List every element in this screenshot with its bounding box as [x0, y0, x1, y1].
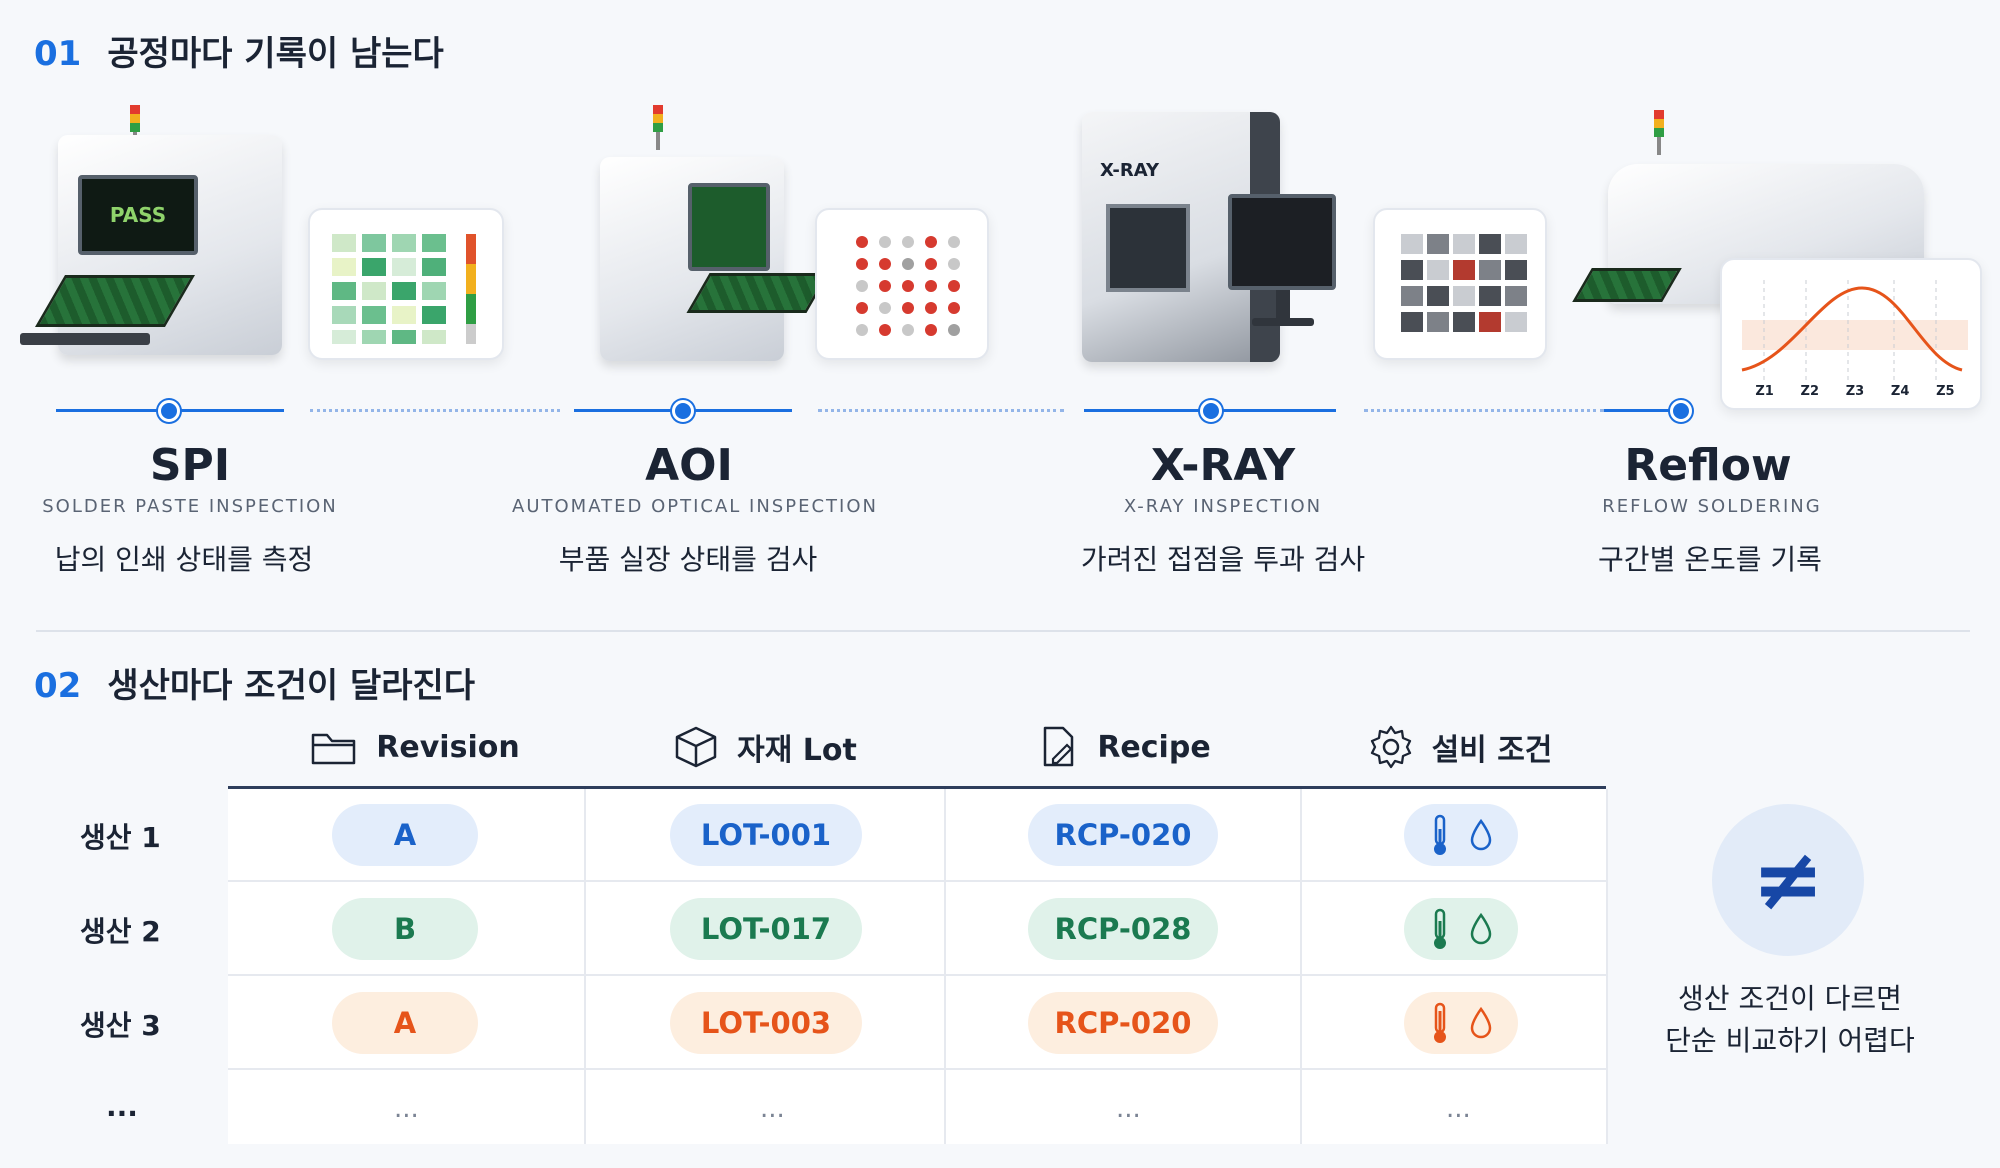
section-2-title: 02 생산마다 조건이 달라진다 [34, 658, 475, 707]
section-1-title: 01 공정마다 기록이 남는다 [34, 26, 444, 75]
xray-grid-icon [1401, 234, 1527, 332]
column-header-recipe: Recipe [1035, 722, 1215, 772]
ellipsis-cell: ... [394, 1094, 419, 1124]
table-header-rule [228, 786, 1606, 789]
process-name-reflow: Reflow [1624, 440, 1792, 491]
spi-heatmap-icon [332, 234, 476, 344]
lot-badge: LOT-001 [670, 804, 862, 866]
process-subtitle-reflow: REFLOW SOLDERING [1602, 496, 1822, 517]
recipe-badge: RCP-020 [1028, 992, 1218, 1054]
conclusion-line: 단순 비교하기 어렵다 [1665, 1024, 1915, 1057]
droplet-icon [1470, 912, 1492, 945]
row-label-production-1: 생산 1 [80, 821, 161, 854]
not-equal-icon: ≠ [1712, 804, 1864, 956]
process-desc-reflow: 구간별 온도를 기록 [1598, 543, 1822, 576]
revision-badge: B [332, 898, 478, 960]
timeline-connector [1364, 409, 1604, 412]
xray-machine-label: X-RAY [1100, 160, 1159, 181]
column-header-revision: Revision [310, 722, 520, 772]
droplet-icon [1470, 1006, 1492, 1039]
column-header-lot: 자재 Lot [670, 722, 860, 772]
pcb-board-icon [686, 273, 830, 313]
aoi-dot-grid-icon [856, 236, 960, 336]
thermometer-icon [1434, 814, 1446, 855]
section-1-heading: 공정마다 기록이 남는다 [107, 34, 444, 74]
conclusion-line: 생산 조건이 다르면 [1678, 982, 1902, 1015]
zone-label: Z1 [1755, 384, 1774, 399]
xray-monitor [1228, 194, 1336, 290]
process-subtitle-spi: SOLDER PASTE INSPECTION [42, 496, 338, 517]
thermometer-icon [1434, 908, 1446, 949]
process-name-aoi: AOI [645, 440, 733, 491]
column-header-label: 자재 Lot [737, 733, 857, 768]
gear-icon [1370, 725, 1411, 769]
process-desc-xray: 가려진 접점을 투과 검사 [1080, 543, 1366, 576]
droplet-icon [1470, 818, 1492, 851]
revision-badge: A [332, 992, 478, 1054]
signal-tower-icon [653, 105, 663, 150]
timeline-node-spi [158, 400, 180, 422]
equipment-condition-badge [1404, 804, 1518, 866]
revision-badge: A [332, 804, 478, 866]
spi-screen: PASS [78, 175, 198, 255]
zone-label: Z4 [1890, 384, 1910, 399]
xray-door [1106, 204, 1190, 292]
column-header-label: Revision [376, 729, 520, 765]
zone-label: Z5 [1936, 384, 1955, 399]
aoi-dot-grid-card [815, 208, 989, 360]
column-header-equipment: 설비 조건 [1360, 722, 1560, 772]
timeline-connector [818, 409, 1064, 412]
thermometer-icon [1434, 1002, 1446, 1043]
lot-badge: LOT-003 [670, 992, 862, 1054]
aoi-machine-illustration [598, 105, 838, 365]
section-2-heading: 생산마다 조건이 달라진다 [107, 666, 476, 706]
equipment-condition-badge [1404, 898, 1518, 960]
timeline-node-xray [1200, 400, 1222, 422]
process-desc-spi: 납의 인쇄 상태를 측정 [54, 543, 314, 576]
reflow-profile-card: Z1 Z2 Z3 Z4 Z5 [1720, 258, 1982, 410]
process-desc-aoi: 부품 실장 상태를 검사 [558, 543, 818, 576]
section-1-number: 01 [34, 34, 82, 74]
zone-label: Z2 [1800, 384, 1820, 399]
reflow-temperature-curve [1741, 280, 1968, 380]
recipe-badge: RCP-020 [1028, 804, 1218, 866]
timeline-node-reflow [1670, 400, 1692, 422]
spi-heatmap-card [308, 208, 504, 360]
xray-grid-card [1373, 208, 1547, 360]
zone-label: Z3 [1845, 384, 1865, 399]
folder-icon [312, 733, 356, 765]
aoi-screen [688, 183, 770, 271]
timeline-connector [310, 409, 560, 412]
section-2-number: 02 [34, 666, 82, 706]
spi-machine-illustration: PASS [20, 105, 290, 365]
section-divider [36, 630, 1970, 632]
lot-badge: LOT-017 [670, 898, 862, 960]
document-pen-icon [1044, 726, 1074, 767]
recipe-badge: RCP-028 [1028, 898, 1218, 960]
column-header-label: 설비 조건 [1431, 733, 1553, 768]
row-label-ellipsis: ... [106, 1090, 138, 1123]
timeline-node-aoi [672, 400, 694, 422]
box-icon [675, 726, 717, 768]
conclusion-note: 생산 조건이 다르면 단순 비교하기 어렵다 [1640, 978, 1940, 1062]
column-header-label: Recipe [1097, 729, 1211, 765]
process-name-xray: X-RAY [1150, 440, 1296, 491]
ellipsis-cell: ... [1116, 1094, 1141, 1124]
xray-machine-illustration: X-RAY [1080, 108, 1360, 368]
row-label-production-2: 생산 2 [80, 915, 161, 948]
row-label-production-3: 생산 3 [80, 1009, 161, 1042]
ellipsis-cell: ... [760, 1094, 785, 1124]
process-subtitle-xray: X-RAY INSPECTION [1123, 496, 1323, 517]
process-subtitle-aoi: AUTOMATED OPTICAL INSPECTION [512, 496, 878, 517]
ellipsis-cell: ... [1446, 1094, 1471, 1124]
zone-labels: Z1 Z2 Z3 Z4 Z5 [1742, 384, 1968, 399]
equipment-condition-badge [1404, 992, 1518, 1054]
timeline-segment [1604, 409, 1684, 412]
process-name-spi: SPI [149, 440, 231, 491]
signal-tower-icon [1654, 110, 1664, 155]
